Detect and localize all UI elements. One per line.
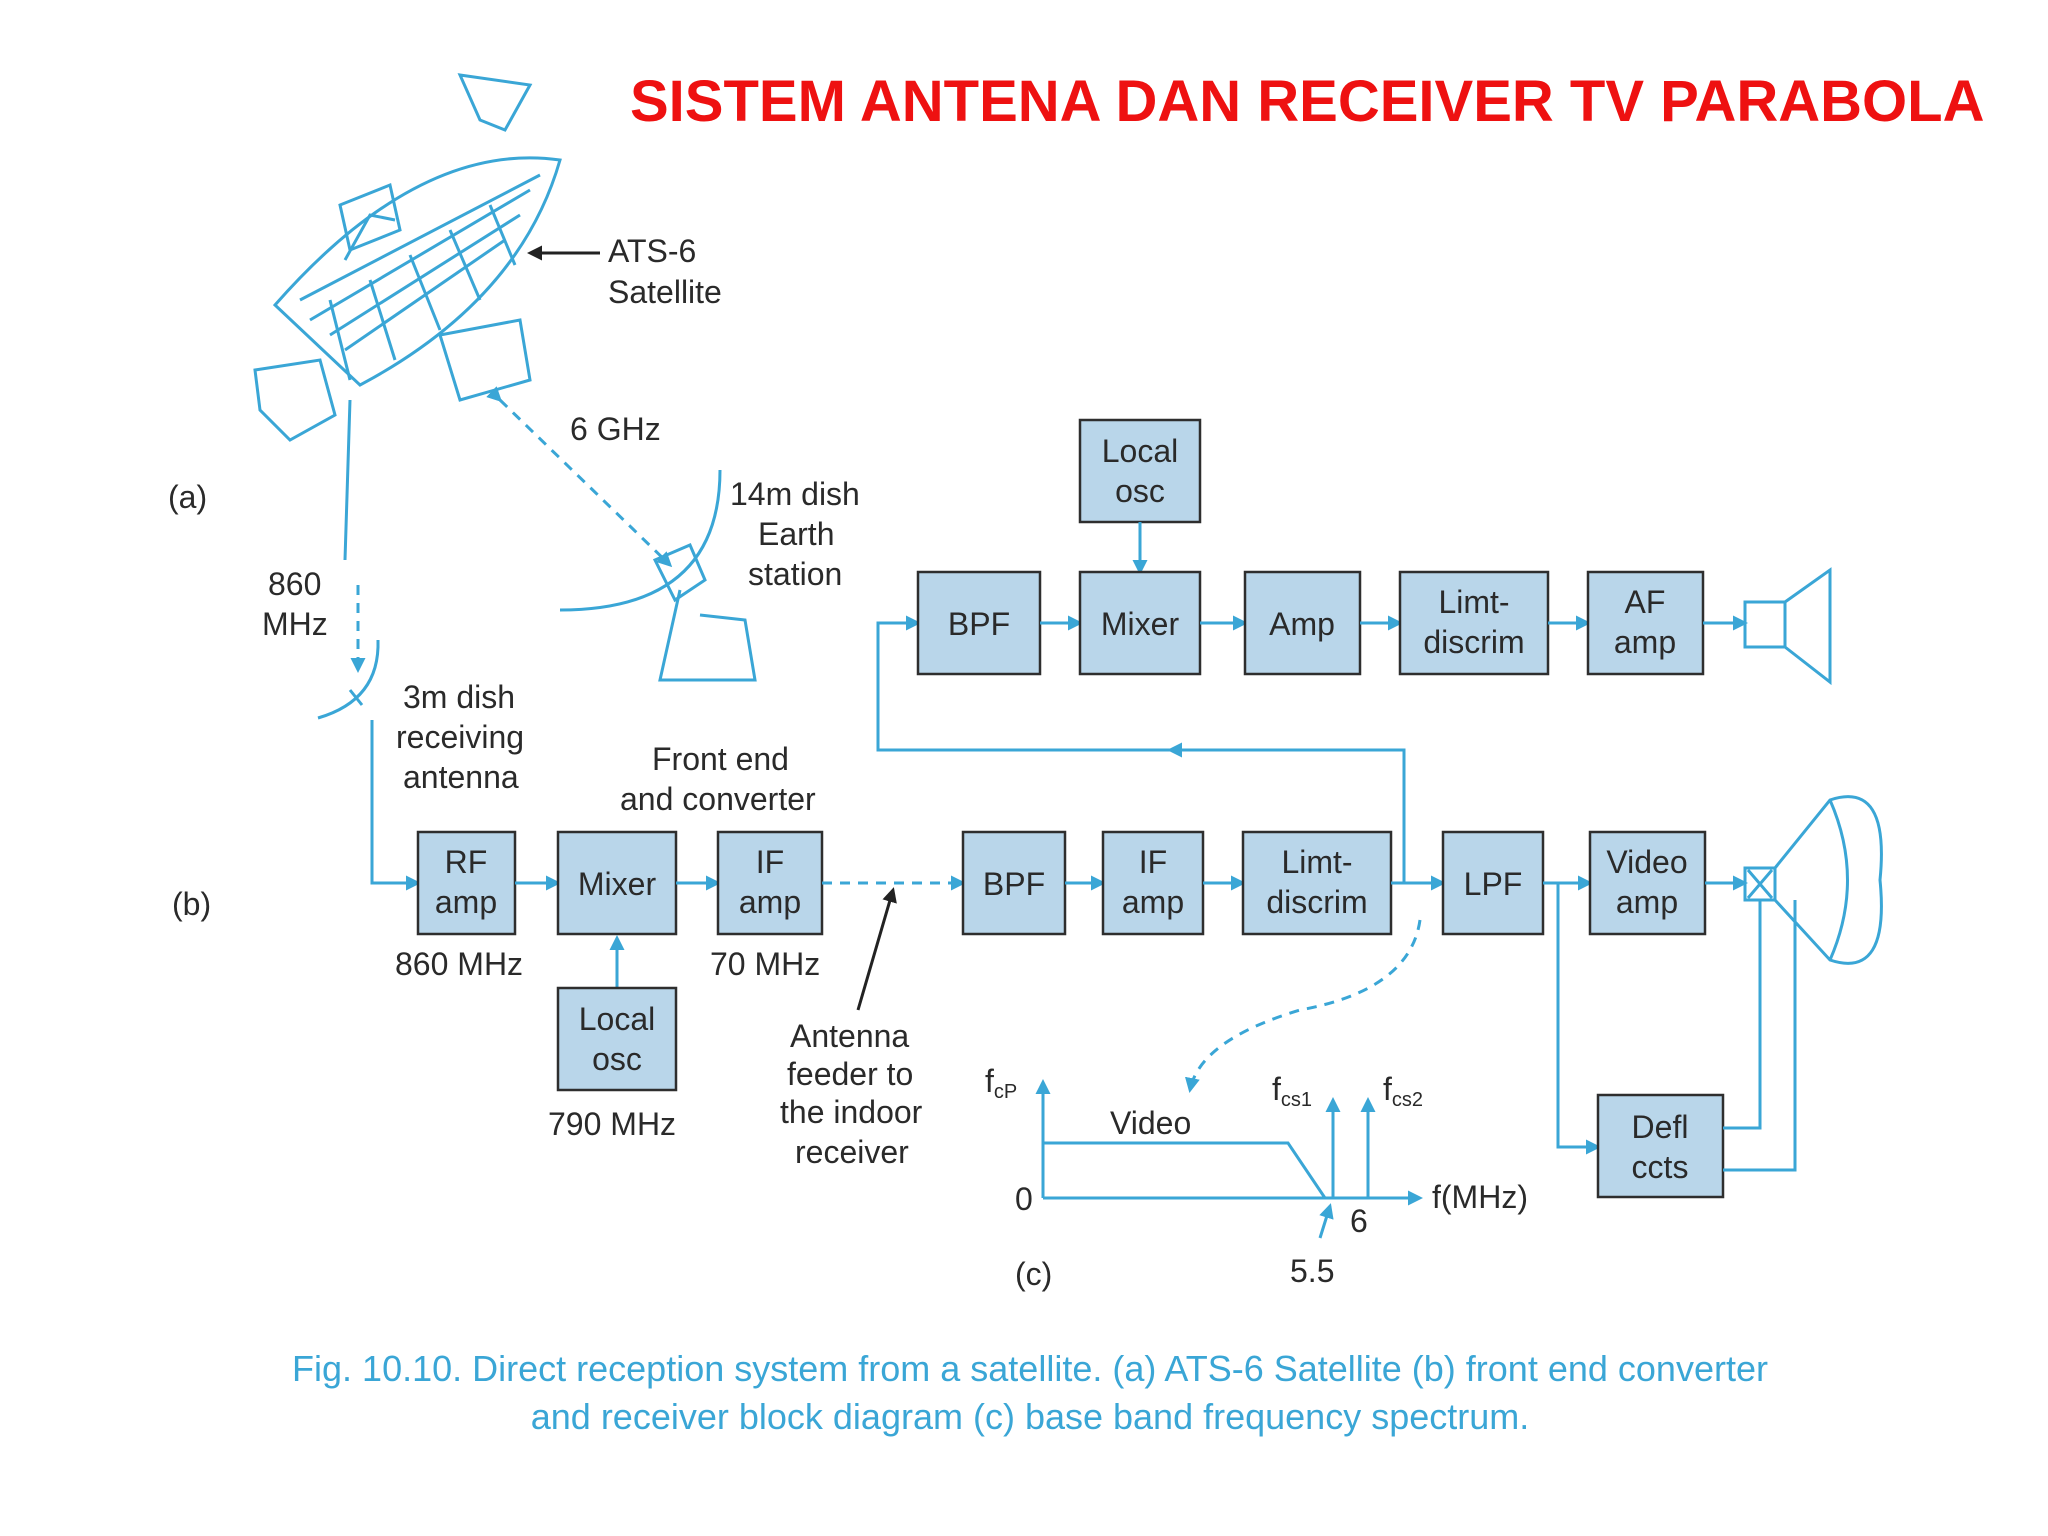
svg-text:Mixer: Mixer [1101,606,1180,642]
downlink-freq-line1: 860 [268,566,321,602]
satellite-label-line1: ATS-6 [608,233,696,269]
receiving-dish-icon [317,639,380,720]
svg-text:Local: Local [1102,433,1179,469]
svg-text:BPF: BPF [948,606,1010,642]
front-end-if-amp-block: IF amp [716,830,824,936]
svg-text:Video: Video [1606,844,1687,880]
svg-text:discrim: discrim [1266,884,1367,920]
video-amp-block: Video amp [1588,830,1707,936]
svg-text:Defl: Defl [1632,1109,1689,1145]
af-amp-block: AF amp [1586,570,1705,676]
audio-mixer-block: Mixer [1078,570,1202,676]
earth-station-label-line2: Earth [758,516,834,552]
caption-line2: and receiver block diagram (c) base band… [530,1396,1530,1437]
if-freq-label: 70 MHz [710,946,820,982]
svg-text:amp: amp [1616,884,1678,920]
svg-text:BPF: BPF [983,866,1045,902]
receiving-dish-label-line1: 3m dish [403,679,515,715]
lo-freq-label: 790 MHz [548,1106,676,1142]
feeder-label-line1: Antenna [790,1018,909,1054]
spectrum-tick-6: 6 [1350,1203,1368,1239]
spectrum-video-label: Video [1110,1105,1191,1141]
svg-text:Local: Local [579,1001,656,1037]
earth-station-label-line3: station [748,556,842,592]
uplink-freq-label: 6 GHz [570,411,661,447]
fcs2-label: fcs2 [1383,1071,1423,1111]
front-end-local-osc-block: Local osc [556,986,678,1092]
spectrum-origin-label: 0 [1015,1181,1033,1217]
crt-display-icon [1743,795,1883,965]
satellite-icon [253,73,562,442]
svg-text:osc: osc [1115,473,1165,509]
feeder-label-line4: receiver [795,1134,909,1170]
svg-text:discrim: discrim [1423,624,1524,660]
svg-text:RF: RF [445,844,488,880]
speaker-icon [1743,567,1832,686]
svg-text:Limt-: Limt- [1281,844,1352,880]
receiving-dish-label-line3: antenna [403,759,519,795]
audio-amp-block: Amp [1243,570,1362,676]
front-end-mixer-block: Mixer [556,830,678,936]
audio-bpf-block: BPF [916,570,1042,676]
svg-text:amp: amp [435,884,497,920]
svg-text:Amp: Amp [1269,606,1335,642]
caption-line1: Fig. 10.10. Direct reception system from… [292,1348,1768,1389]
fcs1-label: fcs1 [1272,1071,1312,1111]
svg-text:Limt-: Limt- [1438,584,1509,620]
audio-local-osc-block: Local osc [1078,418,1202,524]
svg-text:IF: IF [756,844,784,880]
front-end-label-line1: Front end [652,741,789,777]
svg-text:LPF: LPF [1464,866,1523,902]
svg-text:amp: amp [739,884,801,920]
downlink-freq-line2: MHz [262,606,328,642]
svg-text:ccts: ccts [1632,1149,1689,1185]
receiving-dish-label-line2: receiving [396,719,524,755]
part-b-marker: (b) [172,886,211,922]
rf-freq-label: 860 MHz [395,946,523,982]
part-a-marker: (a) [168,479,207,515]
page-title: SISTEM ANTENA DAN RECEIVER TV PARABOLA [630,69,1985,134]
spectrum-y-label: fcP [985,1063,1017,1103]
svg-text:osc: osc [592,1041,642,1077]
receiver-if-amp-block: IF amp [1101,830,1205,936]
lpf-block: LPF [1441,830,1545,936]
earth-station-icon [559,469,757,682]
svg-text:Mixer: Mixer [578,866,657,902]
receiver-bpf-block: BPF [961,830,1067,936]
front-end-label-line2: and converter [620,781,816,817]
spectrum-tick-5-5: 5.5 [1290,1253,1334,1289]
figure-caption: Fig. 10.10. Direct reception system from… [150,1345,1910,1441]
svg-text:IF: IF [1139,844,1167,880]
earth-station-label-line1: 14m dish [730,476,860,512]
part-c-marker: (c) [1015,1256,1052,1292]
receiver-limt-discrim-block: Limt- discrim [1241,830,1393,936]
defl-ccts-block: Defl ccts [1596,1093,1725,1199]
rf-amp-block: RF amp [416,830,517,936]
feeder-label-line3: the indoor [780,1094,923,1130]
svg-text:amp: amp [1614,624,1676,660]
svg-text:AF: AF [1625,584,1666,620]
spectrum-x-axis-label: f(MHz) [1432,1179,1528,1215]
feeder-label-line2: feeder to [787,1056,913,1092]
svg-text:amp: amp [1122,884,1184,920]
satellite-label-line2: Satellite [608,274,722,310]
audio-limt-discrim-block: Limt- discrim [1398,570,1550,676]
